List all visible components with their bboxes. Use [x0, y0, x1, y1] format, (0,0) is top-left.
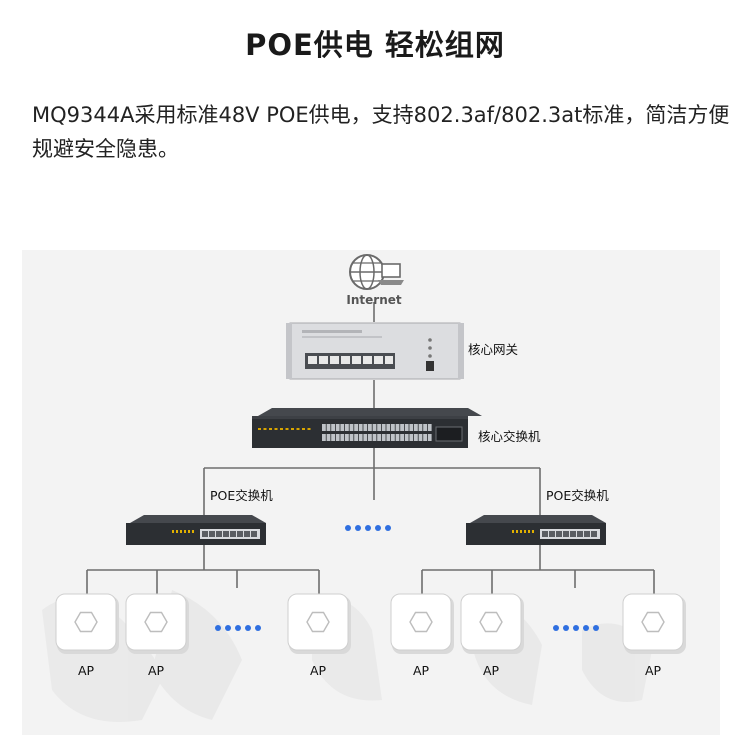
core-switch-port — [386, 424, 391, 431]
poe-switch-label-left: POE交换机 — [210, 488, 273, 503]
poe-switch-label-right: POE交换机 — [546, 488, 609, 503]
core-switch-device — [252, 408, 482, 448]
core-switch-port — [377, 434, 381, 441]
core-switch-port — [363, 424, 368, 431]
core-switch-port — [335, 434, 340, 441]
access-point-device — [622, 593, 686, 654]
more-switches-ellipsis — [345, 525, 391, 531]
internet-label: Internet — [346, 293, 401, 307]
access-point-device — [390, 593, 454, 654]
core-switch-port — [354, 434, 358, 441]
core-switch-port — [326, 424, 331, 431]
core-switch-led — [274, 428, 278, 430]
core-switch-port — [418, 434, 423, 441]
core-switch-port — [368, 434, 372, 441]
core-switch-port — [409, 434, 414, 441]
link-lines — [86, 302, 655, 595]
core-switch-led — [285, 428, 289, 430]
core-switch-port — [377, 424, 381, 431]
core-switch-port — [418, 424, 423, 431]
core-switch-port — [322, 424, 326, 431]
core-switch-port — [372, 434, 377, 441]
core-switch-port — [345, 424, 349, 431]
core-switch-port — [395, 434, 400, 441]
ap-label: AP — [148, 663, 165, 678]
access-point-device — [287, 593, 351, 654]
ap-label: AP — [483, 663, 500, 678]
core-switch-port — [363, 434, 368, 441]
core-switch-led — [263, 428, 267, 430]
ap-label: AP — [78, 663, 95, 678]
core-switch-port — [340, 424, 345, 431]
core-switch-port — [391, 424, 395, 431]
core-switch-port — [381, 434, 386, 441]
product-description: MQ9344A采用标准48V POE供电，支持802.3af/802.3at标准… — [32, 103, 730, 161]
core-switch-port — [358, 434, 363, 441]
core-switch-port — [349, 434, 354, 441]
core-switch-led — [258, 428, 261, 430]
core-switch-port — [427, 434, 432, 441]
core-switch-port — [368, 424, 372, 431]
more-aps-ellipsis-left — [215, 625, 261, 631]
access-point-device — [55, 593, 119, 654]
core-switch-port — [386, 434, 391, 441]
core-switch-port — [349, 424, 354, 431]
core-switch-port — [414, 434, 418, 441]
access-point-device — [460, 593, 524, 654]
internet-globe-icon — [349, 254, 404, 290]
core-switch-port — [391, 434, 395, 441]
core-switch-port — [331, 434, 335, 441]
core-switch-port — [345, 434, 349, 441]
core-switch-led — [269, 428, 272, 430]
core-switch-port — [331, 424, 335, 431]
core-switch-port — [335, 424, 340, 431]
core-switch-port — [400, 424, 404, 431]
access-point-device — [125, 593, 189, 654]
core-switch-led — [280, 428, 283, 430]
ap-label: AP — [645, 663, 662, 678]
core-switch-port — [409, 424, 414, 431]
core-switch-port — [427, 424, 432, 431]
gateway-label: 核心网关 — [468, 342, 518, 357]
core-switch-port — [372, 424, 377, 431]
core-switch-port — [414, 424, 418, 431]
core-switch-port — [354, 424, 358, 431]
poe-switch-right-device — [466, 515, 606, 545]
core-switch-port — [404, 434, 409, 441]
page-title: POE供电 轻松组网 — [245, 28, 505, 62]
core-switch-label: 核心交换机 — [478, 429, 541, 444]
poe-switch-left-device — [126, 515, 266, 545]
ap-label: AP — [413, 663, 430, 678]
core-switch-led — [302, 428, 305, 430]
core-switch-port — [340, 434, 345, 441]
core-switch-port — [395, 424, 400, 431]
core-switch-port — [400, 434, 404, 441]
core-switch-led — [291, 428, 294, 430]
core-switch-port — [326, 434, 331, 441]
core-switch-led — [307, 428, 311, 430]
core-switch-led — [296, 428, 300, 430]
core-switch-port — [423, 434, 427, 441]
core-gateway-device — [286, 322, 464, 380]
core-switch-port — [322, 434, 326, 441]
core-switch-port — [381, 424, 386, 431]
network-diagram: Internet 核心网关 核心交换机 POE交换机 — [22, 250, 720, 735]
ap-label: AP — [310, 663, 327, 678]
core-switch-port — [358, 424, 363, 431]
core-switch-port — [404, 424, 409, 431]
core-switch-port — [423, 424, 427, 431]
more-aps-ellipsis-right — [553, 625, 599, 631]
